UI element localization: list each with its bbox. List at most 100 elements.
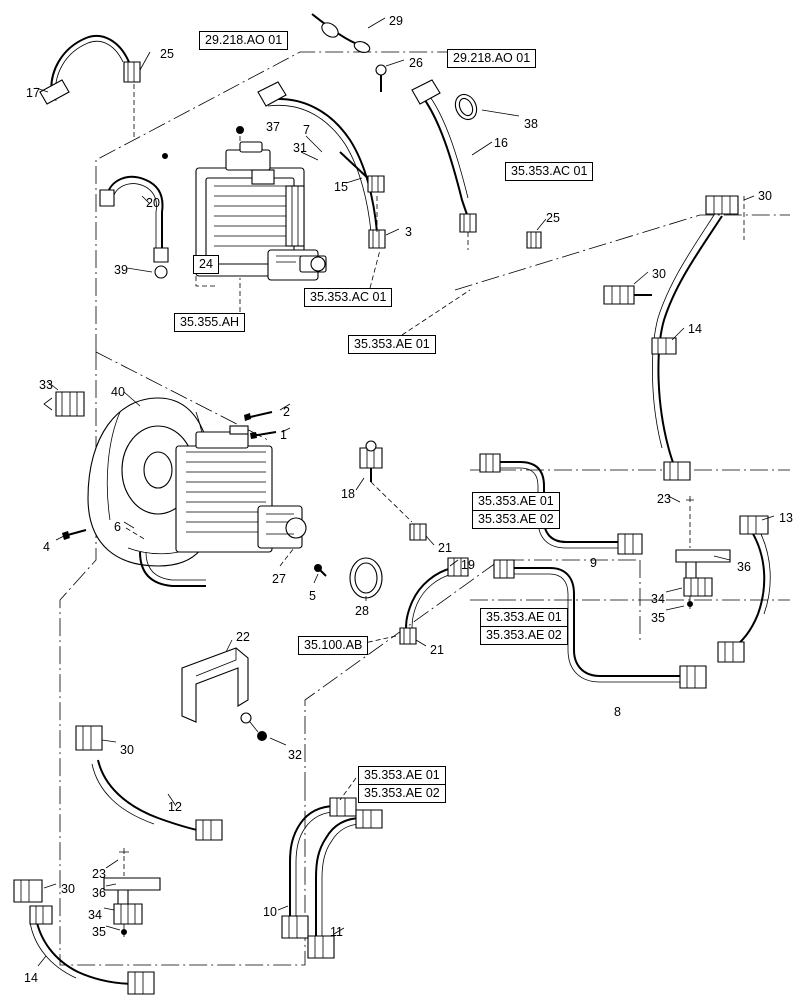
ref-box-stack-1: 35.353.AE 01 35.353.AE 02 bbox=[472, 492, 560, 529]
leader-29 bbox=[367, 17, 386, 29]
callout-20: 20 bbox=[146, 196, 160, 210]
callout-6: 6 bbox=[114, 520, 121, 534]
callout-12: 12 bbox=[168, 800, 182, 814]
hose-20 bbox=[99, 175, 169, 279]
leader-31 bbox=[300, 151, 319, 161]
leader-35100AB bbox=[359, 635, 397, 645]
leader-21a bbox=[425, 535, 435, 546]
callout-18: 18 bbox=[341, 487, 355, 501]
ref-box-35353AC-2: 35.353.AC 01 bbox=[304, 288, 393, 307]
hose-14-upper bbox=[651, 195, 739, 481]
leader-18-21 bbox=[370, 481, 413, 523]
callout-30-d: 30 bbox=[61, 882, 75, 896]
ref-line: 35.353.AE 01 bbox=[478, 494, 554, 508]
callout-30-a: 30 bbox=[758, 189, 772, 203]
leader-5 bbox=[313, 573, 319, 584]
leader-10 bbox=[277, 905, 289, 911]
leader-3 bbox=[385, 228, 400, 236]
leader-34a bbox=[665, 587, 683, 593]
leader-23b bbox=[105, 859, 119, 869]
leader-26 bbox=[385, 59, 405, 67]
callout-24: 24 bbox=[193, 255, 219, 274]
callout-8: 8 bbox=[614, 705, 621, 719]
callout-19: 19 bbox=[461, 558, 475, 572]
callout-30-b: 30 bbox=[652, 267, 666, 281]
bolt-2-1 bbox=[244, 403, 291, 439]
callout-13: 13 bbox=[779, 511, 793, 525]
hose-15-nipple bbox=[339, 151, 385, 193]
callout-15: 15 bbox=[334, 180, 348, 194]
oring-28 bbox=[349, 557, 383, 599]
callout-32: 32 bbox=[288, 748, 302, 762]
leader-38 bbox=[481, 109, 520, 117]
callout-39: 39 bbox=[114, 263, 128, 277]
hose-14-lower bbox=[13, 879, 155, 995]
seal-38 bbox=[454, 93, 478, 121]
bolt-4 bbox=[55, 529, 87, 541]
bracket-33 bbox=[43, 391, 85, 417]
callout-36-a: 36 bbox=[737, 560, 751, 574]
callout-35-a: 35 bbox=[651, 611, 665, 625]
leader-23a bbox=[667, 495, 681, 503]
leader-27 bbox=[279, 547, 295, 567]
leader-17 bbox=[35, 87, 49, 93]
callout-23-a: 23 bbox=[657, 492, 671, 506]
leader-25b bbox=[536, 218, 547, 231]
leader-s3 bbox=[339, 777, 357, 801]
leader-35353AC bbox=[369, 249, 381, 289]
leader-40 bbox=[123, 391, 141, 407]
callout-3: 3 bbox=[405, 225, 412, 239]
hose-13 bbox=[717, 515, 771, 663]
callout-25-top: 25 bbox=[160, 47, 174, 61]
leader-33 bbox=[47, 381, 59, 391]
callout-34-a: 34 bbox=[651, 592, 665, 606]
callout-10: 10 bbox=[263, 905, 277, 919]
leader-14a bbox=[671, 327, 685, 341]
leader-25a bbox=[139, 51, 151, 71]
bracket-22 bbox=[181, 647, 267, 741]
callout-26: 26 bbox=[409, 56, 423, 70]
hose-16 bbox=[411, 79, 477, 233]
leader-39 bbox=[126, 267, 153, 273]
callout-37: 37 bbox=[266, 120, 280, 134]
leader-7 bbox=[305, 135, 323, 153]
link-26 bbox=[375, 64, 387, 92]
ref-box-35100AB: 35.100.AB bbox=[298, 636, 369, 655]
callout-33: 33 bbox=[39, 378, 53, 392]
leader-15 bbox=[345, 177, 363, 184]
leader-6 bbox=[125, 527, 147, 541]
leader-18 bbox=[355, 477, 365, 491]
fitting-18 bbox=[359, 440, 383, 482]
callout-36-b: 36 bbox=[92, 886, 106, 900]
ref-line: 35.353.AE 02 bbox=[481, 626, 567, 644]
leader-36a bbox=[713, 555, 731, 561]
leader-24 bbox=[195, 268, 218, 287]
ref-box-stack-3: 35.353.AE 01 35.353.AE 02 bbox=[358, 766, 446, 803]
leader-6b bbox=[123, 521, 135, 529]
engine-housing bbox=[87, 397, 307, 587]
callout-7: 7 bbox=[303, 123, 310, 137]
leader-11 bbox=[333, 927, 345, 935]
bolt-37 bbox=[236, 126, 244, 134]
leader-13 bbox=[761, 515, 775, 521]
leader-32 bbox=[269, 737, 287, 746]
leader-21b bbox=[415, 639, 427, 647]
leader-12 bbox=[167, 793, 177, 807]
callout-9: 9 bbox=[590, 556, 597, 570]
ref-box-29218AO-1: 29.218.AO 01 bbox=[199, 31, 289, 50]
ref-box-35355AH: 35.355.AH bbox=[174, 313, 246, 332]
ref-box-35353AC-1: 35.353.AC 01 bbox=[505, 162, 594, 181]
hose-7 bbox=[257, 81, 386, 249]
fitting-25b bbox=[526, 231, 542, 249]
ref-box-35353AE-1: 35.353.AE 01 bbox=[348, 335, 436, 354]
leader-35a bbox=[665, 605, 685, 611]
callout-28: 28 bbox=[355, 604, 369, 618]
callout-2: 2 bbox=[283, 405, 290, 419]
leader-35b bbox=[105, 925, 121, 931]
hose-19 bbox=[399, 523, 469, 645]
ref-line: 35.353.AE 02 bbox=[473, 510, 559, 528]
callout-35-b: 35 bbox=[92, 925, 106, 939]
bolt-5 bbox=[314, 564, 327, 577]
leader-30b bbox=[633, 271, 649, 285]
